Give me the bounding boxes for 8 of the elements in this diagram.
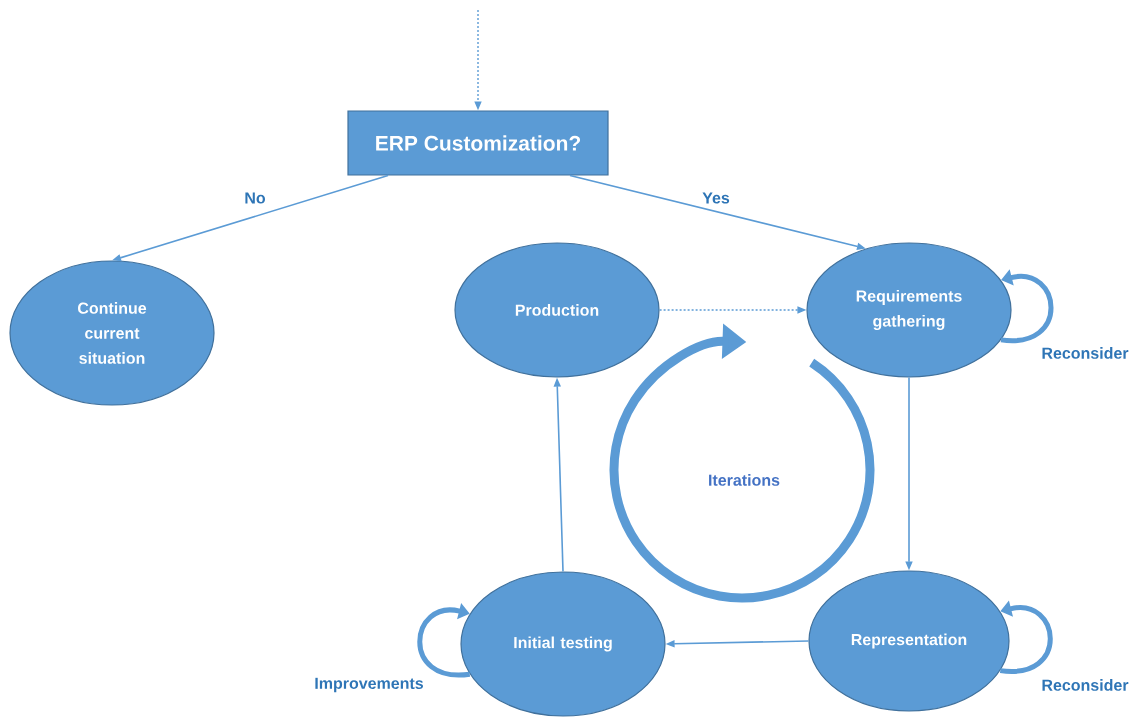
edge-label: No	[245, 192, 266, 204]
edge-label: Yes	[702, 192, 730, 204]
decision-box: ERP Customization?	[347, 110, 609, 176]
curved-arrow	[417, 602, 470, 678]
edge-label: Reconsider	[1042, 347, 1129, 359]
cycle-label: Iterations	[709, 474, 780, 486]
edge-label: Improvements	[315, 677, 423, 693]
edge-label: Reconsider	[1042, 679, 1129, 691]
